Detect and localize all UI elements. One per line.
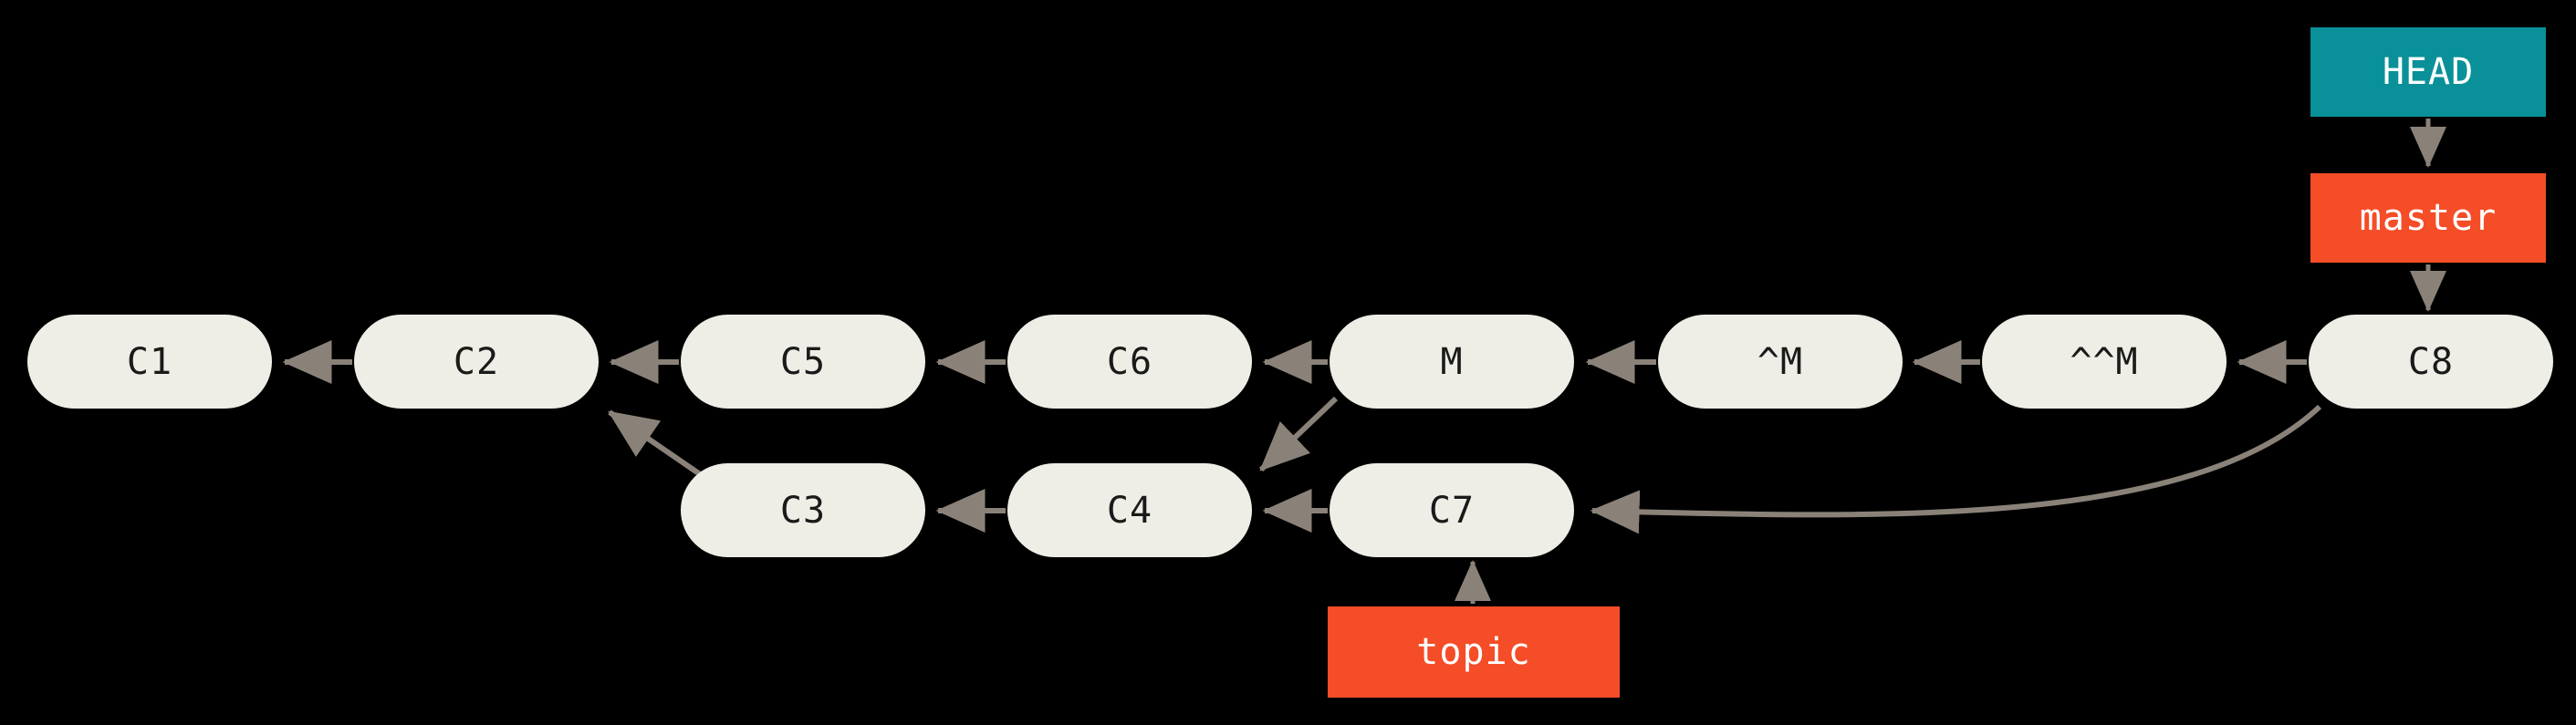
commit-node-c3[interactable]: C3 [681,463,925,557]
edge-c3-to-c2 [608,409,704,479]
commit-label: ^M [1757,340,1804,383]
commit-node-c8[interactable]: C8 [2309,315,2553,409]
commit-label: ^^M [2070,340,2139,383]
commit-label: C8 [2407,340,2455,383]
commit-label: C3 [779,489,827,532]
edge-c8-to-c7 [1590,404,2322,534]
commit-node-c7[interactable]: C7 [1330,463,1574,557]
commit-node-c6[interactable]: C6 [1007,315,1252,409]
commit-label: C5 [779,340,827,383]
commit-node-caret-m[interactable]: ^M [1658,315,1903,409]
branch-label-text: master [2359,197,2498,239]
commit-node-c1[interactable]: C1 [27,315,272,409]
commit-node-m[interactable]: M [1330,315,1574,409]
edge-m-to-c4 [1258,396,1339,472]
branch-label-master[interactable]: master [2310,173,2546,263]
commit-label: C2 [453,340,500,383]
commit-label: C6 [1106,340,1153,383]
commit-node-caret-caret-m[interactable]: ^^M [1982,315,2227,409]
commit-node-c5[interactable]: C5 [681,315,925,409]
commit-label: C1 [126,340,173,383]
commit-node-c2[interactable]: C2 [354,315,599,409]
branch-label-topic[interactable]: topic [1328,606,1620,698]
commit-label: M [1440,340,1464,383]
head-pointer-box[interactable]: HEAD [2310,27,2546,117]
branch-label-text: topic [1416,631,1531,673]
head-pointer-label: HEAD [2382,51,2475,93]
commit-label: C4 [1106,489,1153,532]
commit-node-c4[interactable]: C4 [1007,463,1252,557]
commit-label: C7 [1428,489,1476,532]
